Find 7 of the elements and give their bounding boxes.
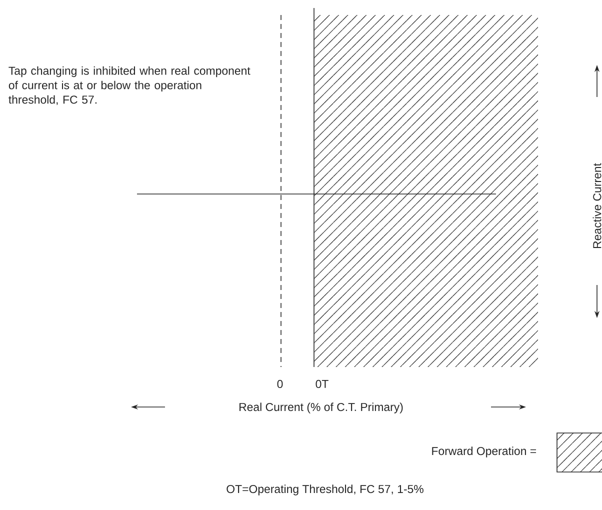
legend-text: Forward Operation = (432, 446, 536, 458)
tick-label: 0 (277, 380, 283, 388)
axis-label: Reactive Current (592, 163, 602, 248)
note-text: Tap changing is inhibited when real component of current is at or below the operation threshold, FC 57. (8, 66, 250, 106)
axis-label: Real Current (% of C.T. Primary) (240, 402, 403, 414)
tick-label: 0T (316, 380, 328, 388)
note-text: OT=Operating Threshold, FC 57, 1-5% (226, 484, 424, 496)
